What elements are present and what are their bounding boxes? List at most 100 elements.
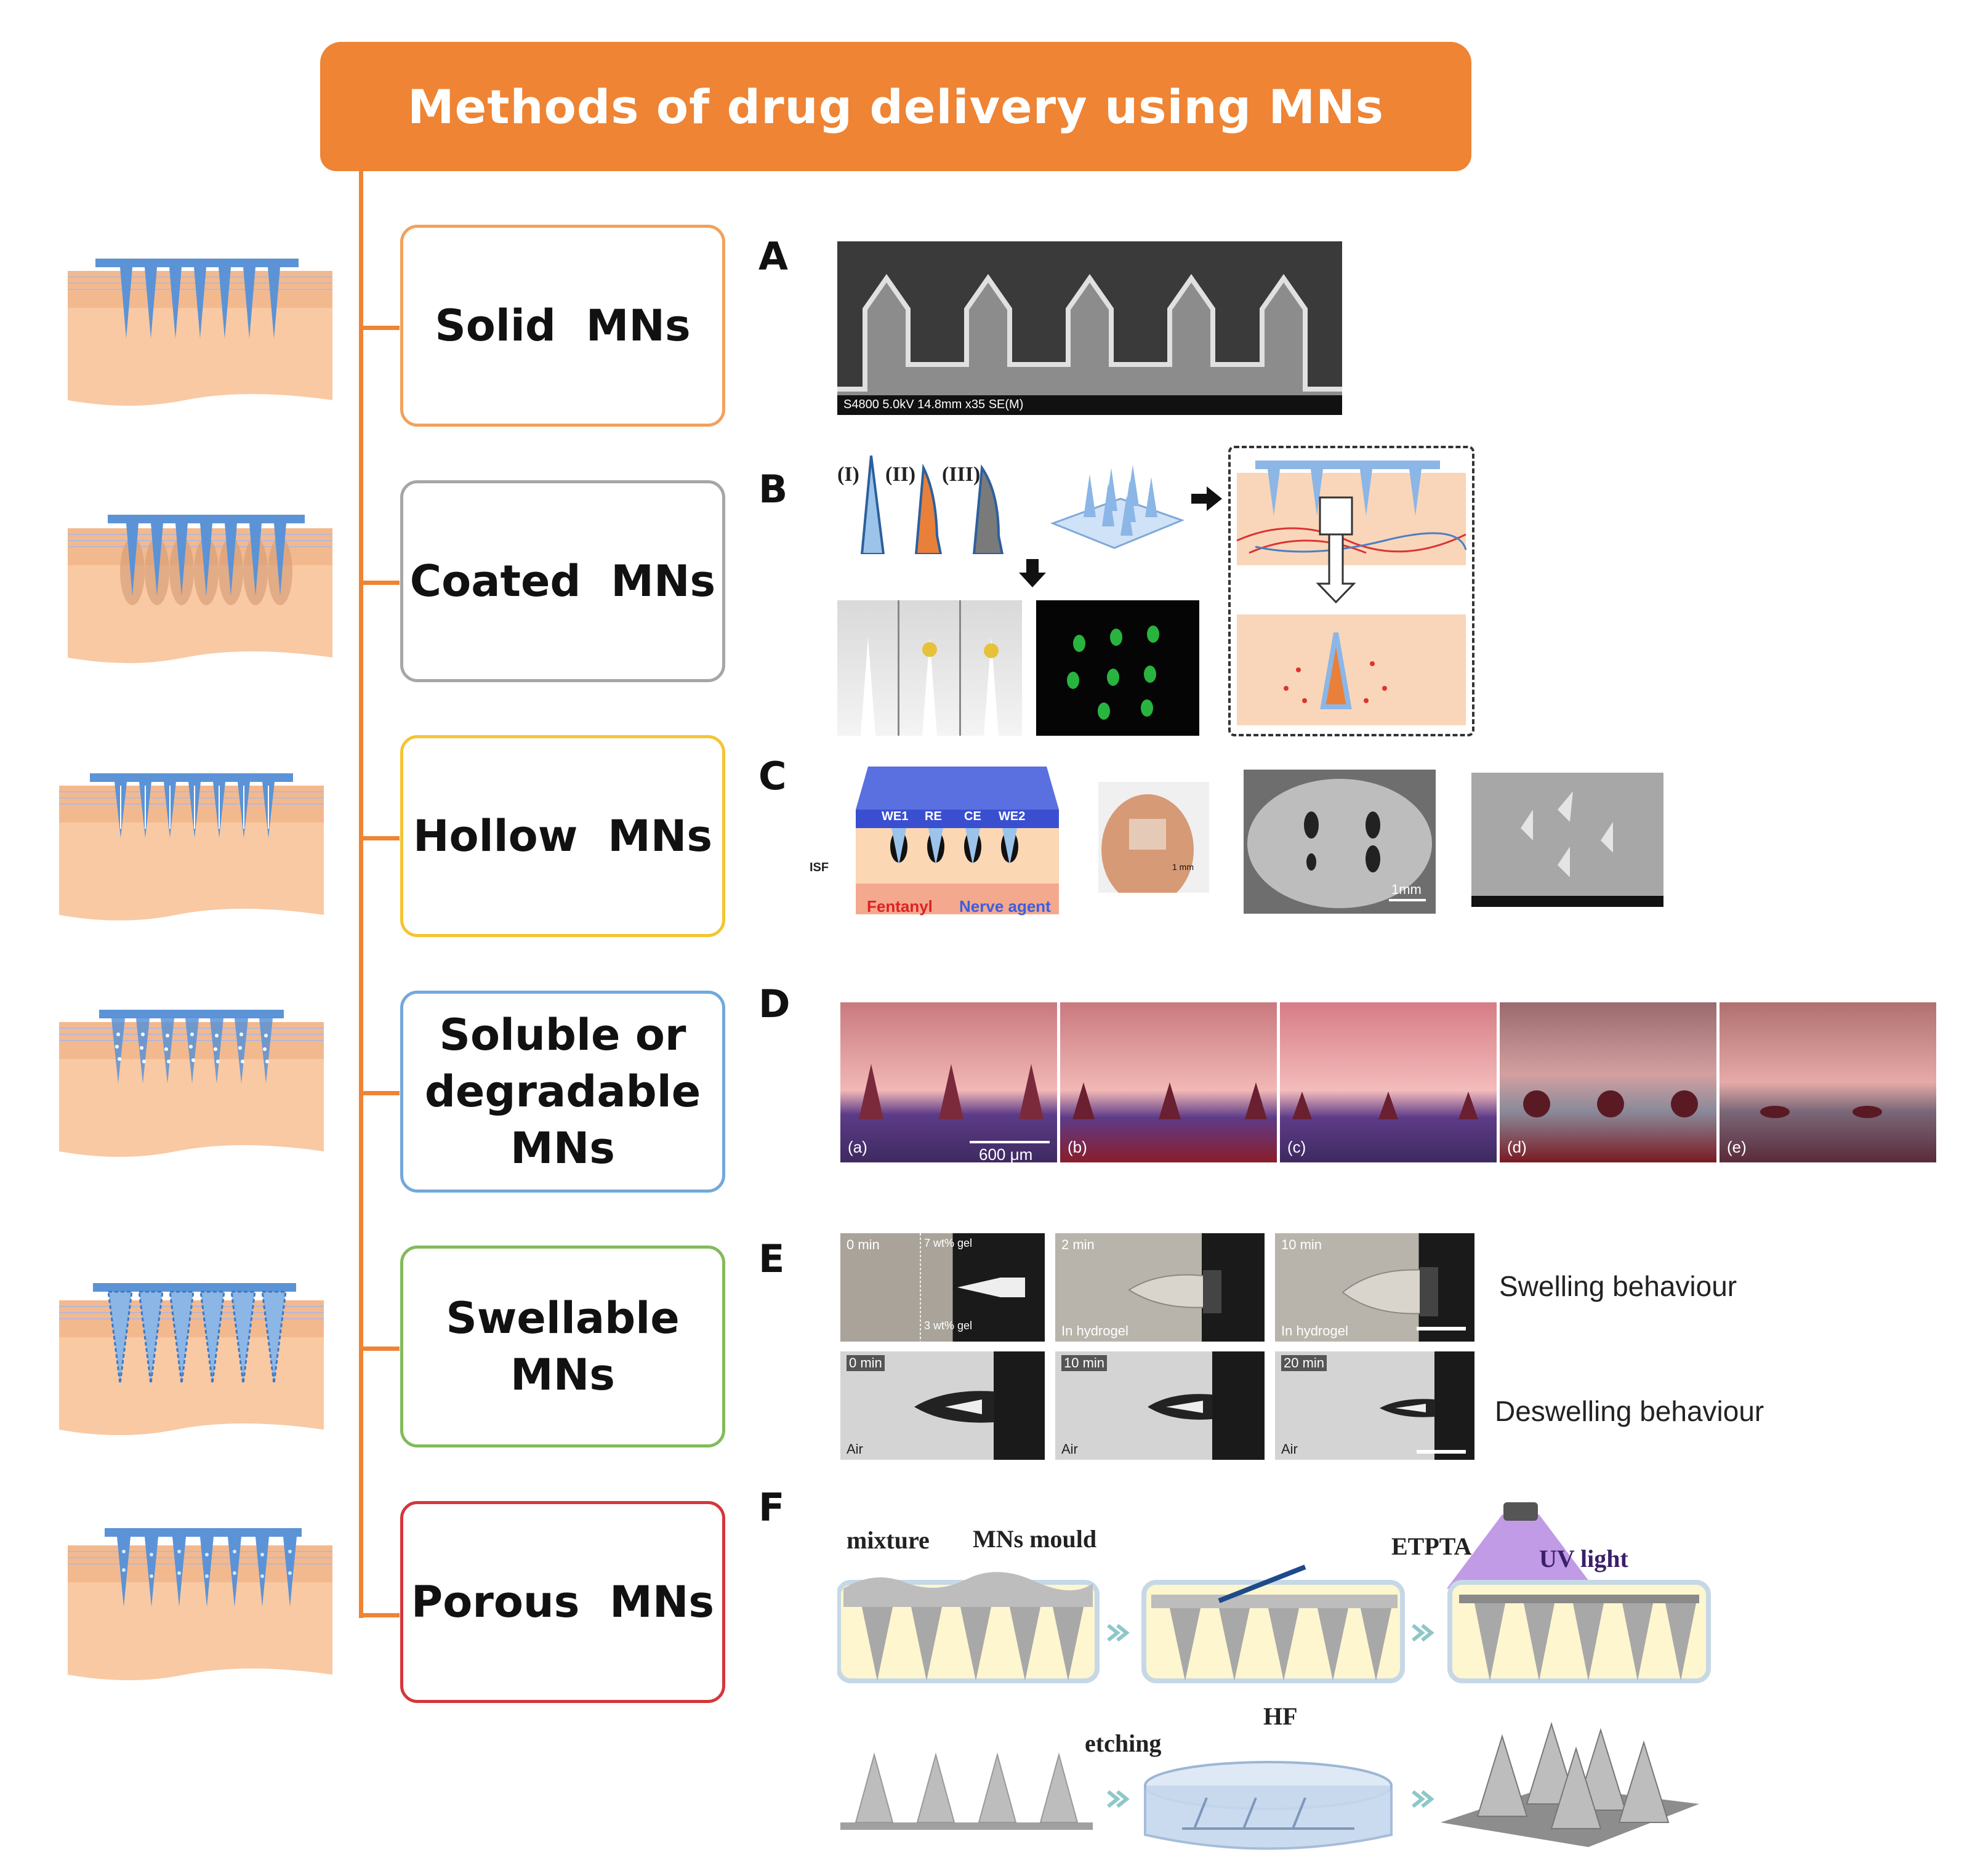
- in-hydrogel-label: In hydrogel: [1061, 1323, 1128, 1339]
- method-label: Solid MNs: [435, 300, 691, 351]
- method-box-solid: Solid MNs: [400, 225, 725, 427]
- frame-a-needles: [859, 1064, 1050, 1143]
- frame-label-d: (d): [1507, 1138, 1527, 1156]
- branch-swellable: [359, 1347, 400, 1351]
- scale-bar-1mm-b: 1mm: [1391, 882, 1422, 897]
- scale-bar-600um: 600 μm: [979, 1145, 1033, 1162]
- method-box-porous: Porous MNs: [400, 1501, 725, 1703]
- frame-e-needles: [1760, 1106, 1882, 1118]
- swell-frame-1-needle: [920, 1233, 1025, 1342]
- panel-letter-f: F: [758, 1485, 785, 1530]
- gel-label-top: 7 wt% gel: [924, 1237, 973, 1249]
- electrode-re: RE: [925, 810, 942, 823]
- branch-porous: [359, 1613, 400, 1617]
- isf-label: ISF: [810, 861, 829, 874]
- deswell-frame-2-needle: [1148, 1394, 1212, 1420]
- swell-frame-2-needle: [1128, 1270, 1221, 1313]
- frame-d-needles: [1523, 1090, 1698, 1117]
- deswell-frame-1-needle: [914, 1391, 994, 1423]
- branch-hollow: [359, 836, 400, 840]
- skin-diagram-porous: [68, 1528, 332, 1680]
- deswell-frame-2: 10 min Air: [1055, 1351, 1265, 1460]
- dissolution-frame-d: (d): [1500, 1002, 1716, 1162]
- time-label: 10 min: [1281, 1237, 1322, 1252]
- mixture-label: mixture: [847, 1526, 930, 1554]
- panel-letter-c: C: [758, 754, 787, 799]
- dissolution-frame-e: (e): [1720, 1002, 1936, 1162]
- sem-caption: S4800 5.0kV 14.8mm x35 SE(M): [843, 398, 1024, 411]
- hollow-sensor-schematic: WE1 RE CE WE2 Fentanyl Nerve agent: [843, 767, 1065, 916]
- etpta-label: ETPTA: [1391, 1532, 1472, 1560]
- in-hydrogel-label: In hydrogel: [1281, 1323, 1348, 1339]
- skin-diagram-coated: [68, 515, 332, 663]
- frame-label-b: (b): [1068, 1138, 1087, 1156]
- hollow-mn-disk: [1247, 779, 1432, 908]
- skin-diagram-soluble: [59, 1010, 324, 1157]
- time-label: 0 min: [847, 1237, 880, 1252]
- stage-label-2: (II): [885, 463, 916, 486]
- nerve-agent-label: Nerve agent: [959, 897, 1051, 916]
- skin-diagram-swellable: [59, 1283, 324, 1435]
- hf-label: HF: [1263, 1702, 1298, 1730]
- dissolution-sequence: (a) 600 μm (b) (c) (d) (e): [840, 1002, 1936, 1162]
- electrode-we2: WE2: [999, 810, 1026, 823]
- method-label: Coated MNs: [409, 556, 716, 606]
- tree-trunk: [359, 171, 363, 1618]
- time-label: 2 min: [1061, 1237, 1095, 1252]
- time-label: 0 min: [847, 1355, 885, 1371]
- sem-needle-profile: [837, 241, 1342, 415]
- method-label: Swellable MNs: [446, 1293, 680, 1400]
- porous-fabrication-process: [837, 1502, 1711, 1850]
- panel-letter-e: E: [758, 1236, 785, 1281]
- air-label: Air: [1061, 1441, 1078, 1457]
- fluorescent-array-image: [1036, 600, 1199, 736]
- branch-solid: [359, 326, 400, 330]
- method-box-swellable: Swellable MNs: [400, 1246, 725, 1447]
- time-label: 20 min: [1281, 1355, 1327, 1371]
- branch-soluble: [359, 1091, 400, 1095]
- dissolution-frame-a: (a) 600 μm: [840, 1002, 1057, 1162]
- method-box-hollow: Hollow MNs: [400, 735, 725, 937]
- dissolution-frame-b: (b): [1060, 1002, 1277, 1162]
- sensor-illustration: [856, 767, 1059, 914]
- fentanyl-label: Fentanyl: [867, 897, 933, 916]
- electrode-we1: WE1: [882, 810, 909, 823]
- stage-label-3: (III): [942, 463, 981, 486]
- swelling-behaviour-label: Swelling behaviour: [1499, 1270, 1737, 1302]
- swell-frame-1: 0 min 7 wt% gel 3 wt% gel: [840, 1233, 1045, 1342]
- deswell-frame-3-needle: [1380, 1399, 1466, 1454]
- frame-label-e: (e): [1727, 1138, 1747, 1156]
- uv-light-label: UV light: [1539, 1545, 1628, 1572]
- air-label: Air: [1281, 1441, 1298, 1457]
- swell-frame-2: 2 min In hydrogel: [1055, 1233, 1265, 1342]
- frame-c-needles: [1292, 1092, 1478, 1119]
- branch-coated: [359, 581, 400, 585]
- frame-b-needles: [1072, 1082, 1267, 1119]
- method-label: Soluble or degradable MNs: [424, 1010, 701, 1174]
- method-box-coated: Coated MNs: [400, 480, 725, 682]
- panel-letter-a: A: [758, 234, 788, 279]
- frame-label-c: (c): [1287, 1138, 1306, 1156]
- panel-b-coating-stages: [860, 455, 1004, 554]
- hollow-mn-sem-needles: [1471, 773, 1663, 907]
- scale-bar-1mm: 1 mm: [1172, 862, 1194, 872]
- panel-a-sem-image: S4800 5.0kV 14.8mm x35 SE(M): [837, 241, 1342, 415]
- mn-array-illustration: [1050, 465, 1185, 549]
- frame-label-a: (a): [848, 1138, 867, 1156]
- fingertip-photo: 1 mm: [1098, 782, 1209, 893]
- method-label: Porous MNs: [411, 1577, 715, 1627]
- swelling-frames: 0 min 7 wt% gel 3 wt% gel 2 min In hydro…: [840, 1233, 1474, 1464]
- etching-label: etching: [1085, 1729, 1162, 1757]
- swell-frame-3: 10 min In hydrogel: [1275, 1233, 1474, 1342]
- mould-label: MNs mould: [973, 1525, 1097, 1553]
- title-banner: Methods of drug delivery using MNs: [320, 42, 1471, 171]
- deswell-frame-3: 20 min Air: [1275, 1351, 1474, 1460]
- method-label: Hollow MNs: [412, 811, 713, 861]
- page-title: Methods of drug delivery using MNs: [408, 79, 1384, 134]
- skin-diagram-hollow: [59, 773, 324, 920]
- dissolution-frame-c: (c): [1280, 1002, 1497, 1162]
- deswelling-behaviour-label: Deswelling behaviour: [1495, 1395, 1764, 1427]
- method-box-soluble: Soluble or degradable MNs: [400, 991, 725, 1193]
- fingertip-illustration: [1101, 794, 1194, 893]
- delivery-process-illustration: [1236, 461, 1467, 725]
